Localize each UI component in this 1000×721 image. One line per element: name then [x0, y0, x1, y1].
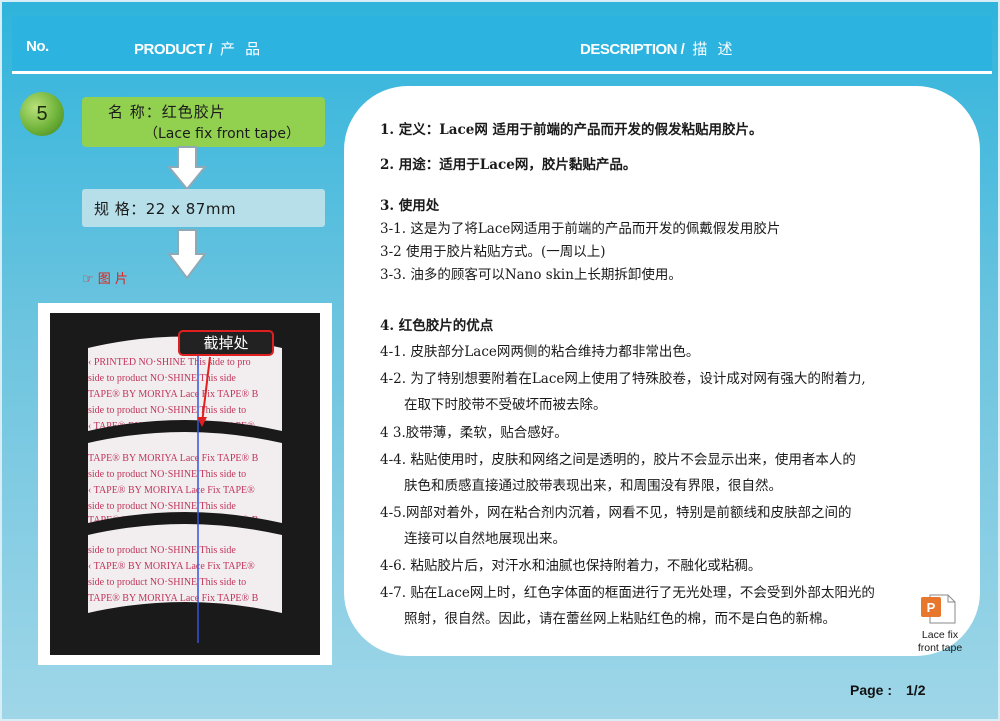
header-description-en: DESCRIPTION / [580, 41, 685, 58]
down-arrow-icon [167, 146, 207, 191]
tape-print: TAPE® BY MORIYA Lace Fix TAPE® B [88, 389, 259, 400]
header-description: DESCRIPTION / 描 述 [580, 38, 736, 59]
item-number-badge: 5 [20, 92, 64, 136]
description-card: 1. 定义：Lace网 适用于前端的产品而开发的假发粘贴用胶片。 2. 用途：适… [344, 86, 980, 656]
description-line: 4 3.胶带薄，柔软，贴合感好。 [380, 425, 568, 441]
description-line: 1. 定义：Lace网 适用于前端的产品而开发的假发粘贴用胶片。 [380, 122, 763, 138]
attachment-label-line2: front tape [917, 642, 963, 654]
header-product-en: PRODUCT / [134, 41, 213, 58]
description-line: 3-1. 这是为了将Lace网适用于前端的产品而开发的佩戴假发用胶片 [380, 221, 781, 237]
product-photo-frame: ‹ PRINTED NO·SHINE This side to pro side… [38, 303, 332, 665]
picture-label: ☞ 图 片 [82, 272, 128, 287]
description-line: 3-2 使用于胶片粘贴方式。(一周以上) [380, 244, 606, 260]
description-line: 肤色和质感直接通过胶带表现出来，和周围没有界限，很自然。 [404, 478, 782, 494]
description-line: 4-2. 为了特别想要附着在Lace网上使用了特殊胶卷，设计成对网有强大的附着力… [380, 371, 866, 387]
product-spec: 规 格：22 x 87mm [82, 189, 325, 227]
header-no: No. [26, 38, 49, 55]
description-line: 4-5.网部对着外，网在粘合剂内沉着，网看不见，特别是前额线和皮肤部之间的 [380, 505, 852, 521]
tape-print: ‹ TAPE® BY MORIYA Lace Fix TAPE® [88, 421, 255, 432]
attachment-label[interactable]: Lace fix front tape [907, 629, 973, 655]
description-line: 连接可以自然地展现出来。 [404, 531, 566, 547]
tape-print: ‹ TAPE® BY MORIYA Lace Fix TAPE® [88, 561, 255, 572]
description-line: 照射，很自然。因此，请在蕾丝网上粘贴红色的棉，而不是白色的新棉。 [404, 611, 836, 627]
description-line: 2. 用途：适用于Lace网，胶片黏贴产品。 [380, 157, 637, 173]
cut-pointer-arrow [201, 356, 211, 424]
description-line: 在取下时胶带不受破坏而被去除。 [404, 397, 607, 413]
tape-print: TAPE® BY MORIYA Lace Fix TAPE® B [88, 593, 259, 604]
powerpoint-file-icon[interactable]: P [920, 594, 956, 624]
tape-print: side to product NO·SHINE This side [88, 501, 236, 512]
table-header: No. PRODUCT / 产 品 DESCRIPTION / 描 述 [12, 16, 992, 74]
svg-text:P: P [927, 600, 936, 615]
tape-print: side to product NO·SHINE This side to [88, 405, 246, 416]
tape-print: side to product NO·SHINE This side to [88, 577, 246, 588]
page-label: Page : [850, 682, 893, 698]
page-indicator: Page : 1/2 [850, 682, 925, 698]
description-line: 4. 红色胶片的优点 [380, 318, 494, 334]
tape-print: side to product NO·SHINE This side [88, 545, 236, 556]
description-line: 4-1. 皮肤部分Lace网两侧的粘合维持力都非常出色。 [380, 344, 700, 360]
header-product: PRODUCT / 产 品 [134, 38, 263, 59]
cut-position-label: 截掉处 [178, 330, 274, 356]
header-product-cn: 产 品 [220, 41, 264, 58]
tape-print: side to product NO·SHINE This side to [88, 469, 246, 480]
header-description-cn: 描 述 [692, 41, 736, 58]
tape-strip: side to product NO·SHINE This side ‹ TAP… [88, 524, 282, 613]
tape-print: ‹ PRINTED NO·SHINE This side to pro [88, 357, 251, 368]
description-line: 3-3. 油多的顾客可以Nano skin上长期拆卸使用。 [380, 267, 682, 283]
tape-strip: TAPE® BY MORIYA Lace Fix TAPE® B side to… [88, 432, 282, 523]
product-photo: ‹ PRINTED NO·SHINE This side to pro side… [50, 313, 320, 655]
description-line: 3. 使用处 [380, 198, 440, 214]
tape-print: side to product NO·SHINE This side [88, 373, 236, 384]
arrowhead-icon [197, 417, 207, 427]
tape-print: ‹ TAPE® BY MORIYA Lace Fix TAPE® [88, 485, 255, 496]
attachment-label-line1: Lace fix [921, 629, 959, 641]
product-name: 名 称：红色胶片 [108, 103, 226, 121]
product-name-en: （Lace fix front tape） [144, 126, 301, 142]
page-number: 1/2 [906, 682, 926, 698]
description-line: 4-4. 粘贴使用时，皮肤和网络之间是透明的，胶片不会显示出来，使用者本人的 [380, 452, 856, 468]
description-line: 4-7. 贴在Lace网上时，红色字体面的框面进行了无光处理，不会受到外部太阳光… [380, 585, 875, 601]
description-line: 4-6. 粘贴胶片后，对汗水和油腻也保持附着力，不融化或粘稠。 [380, 558, 762, 574]
down-arrow-icon [167, 229, 207, 280]
product-name-box: 名 称：红色胶片 （Lace fix front tape） [82, 97, 325, 147]
tape-illustration: ‹ PRINTED NO·SHINE This side to pro side… [88, 336, 282, 643]
tape-print: TAPE® BY MORIYA Lace Fix TAPE® B [88, 453, 259, 464]
